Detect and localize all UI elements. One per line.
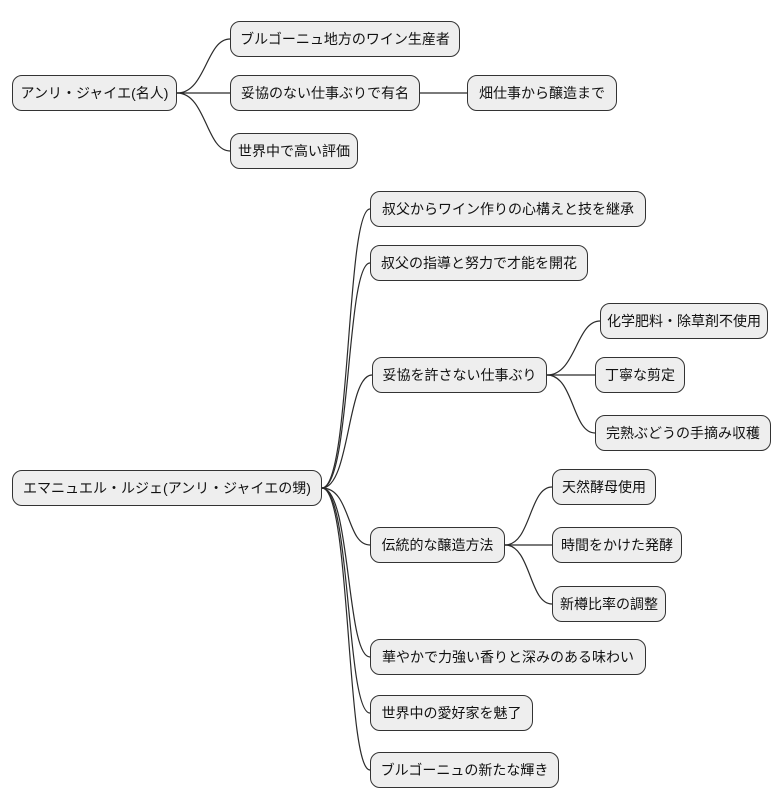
mindmap-node-inherit-skills: 叔父からワイン作りの心構えと技を継承 xyxy=(370,191,646,227)
mindmap-node-natural-yeast: 天然酵母使用 xyxy=(552,469,656,505)
mindmap-node-talent-bloomed: 叔父の指導と努力で才能を開花 xyxy=(370,245,588,281)
edge-rouget-fans xyxy=(321,487,371,714)
mindmap-node-rich-flavor: 華やかで力強い香りと深みのある味わい xyxy=(370,639,646,675)
edge-rouget-nocompromise xyxy=(321,374,373,489)
edge-nocompromise-chemicals xyxy=(546,320,601,376)
edge-rouget-flavor xyxy=(321,487,371,658)
mindmap-node-world-fans: 世界中の愛好家を魅了 xyxy=(370,695,533,731)
edge-traditional-yeast xyxy=(504,486,553,546)
mindmap-node-careful-pruning: 丁寧な剪定 xyxy=(595,357,685,393)
mindmap-node-burgundy-producer: ブルゴーニュ地方のワイン生産者 xyxy=(230,21,460,57)
mindmap-node-slow-fermentation: 時間をかけた発酵 xyxy=(552,527,682,563)
edge-rouget-traditional xyxy=(321,487,371,546)
edge-nocompromise-harvest xyxy=(546,374,596,434)
edge-rouget-inherit xyxy=(321,208,371,489)
mindmap-node-no-chemicals: 化学肥料・除草剤不使用 xyxy=(600,303,768,339)
mindmap-node-jayer-root: アンリ・ジャイエ(名人) xyxy=(12,75,177,111)
mindmap-node-no-compromise-work: 妥協を許さない仕事ぶり xyxy=(372,357,547,393)
mindmap-node-new-shine: ブルゴーニュの新たな輝き xyxy=(370,752,559,788)
mindmap-node-field-to-brewing: 畑仕事から醸造まで xyxy=(467,75,617,111)
edge-jayer-reputation xyxy=(176,92,231,152)
mindmap-node-hand-harvest: 完熟ぶどうの手摘み収穫 xyxy=(595,415,771,451)
mindmap-node-barrel-ratio: 新樽比率の調整 xyxy=(552,586,666,622)
edge-traditional-barrel xyxy=(504,544,553,605)
edge-jayer-producer xyxy=(176,38,231,94)
mindmap-node-world-reputation: 世界中で高い評価 xyxy=(230,133,358,169)
mindmap-node-rouget-root: エマニュエル・ルジェ(アンリ・ジャイエの甥) xyxy=(12,470,322,506)
mindmap-node-uncompromising-famous: 妥協のない仕事ぶりで有名 xyxy=(230,75,420,111)
mindmap-node-traditional-brewing: 伝統的な醸造方法 xyxy=(370,527,505,563)
edge-rouget-talent xyxy=(321,262,371,489)
edge-rouget-shine xyxy=(321,487,371,771)
